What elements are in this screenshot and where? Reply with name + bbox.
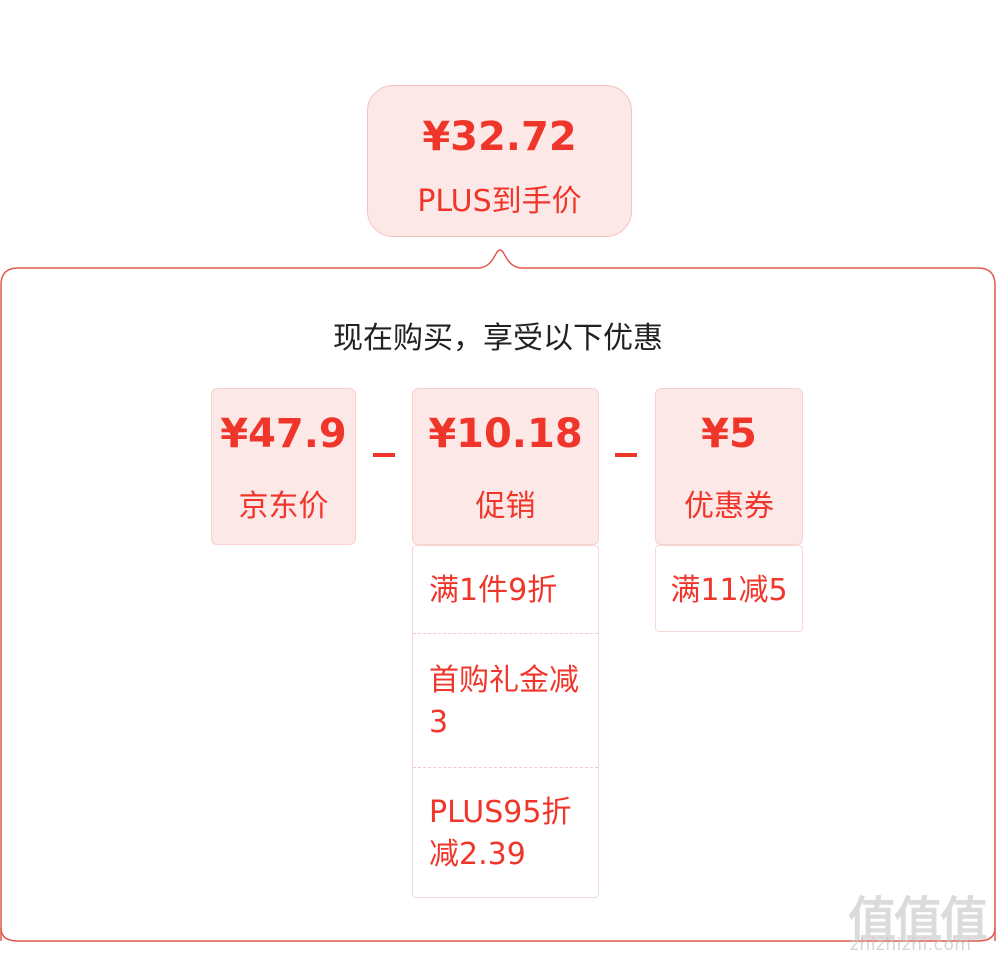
- promotion-item: PLUS95折减2.39: [429, 795, 572, 872]
- promotion-label: 促销: [475, 489, 536, 524]
- coupon-details: 满11减5: [655, 545, 803, 632]
- watermark-url: zhizhizhi.com: [850, 935, 972, 955]
- promotion-details: 满1件9折 首购礼金减3 PLUS95折减2.39: [412, 545, 599, 898]
- divider: [413, 633, 598, 634]
- promotion-card: ¥10.18 促销: [412, 388, 599, 545]
- promotion-item: 满1件9折: [429, 573, 558, 608]
- minus-sign: [615, 453, 637, 457]
- jd-price-label: 京东价: [238, 489, 329, 524]
- promotion-value: ¥10.18: [428, 411, 583, 457]
- plus-final-price-badge: ¥32.72 PLUS到手价: [367, 85, 632, 237]
- watermark-logo: 值值值: [848, 892, 988, 948]
- jd-price-card: ¥47.9 京东价: [211, 388, 356, 545]
- coupon-label: 优惠券: [684, 489, 774, 524]
- coupon-item: 满11减5: [670, 573, 788, 608]
- jd-price-value: ¥47.9: [220, 411, 347, 457]
- minus-sign: [373, 453, 395, 457]
- divider: [413, 767, 598, 768]
- promotion-item: 首购礼金减3: [429, 663, 579, 740]
- final-price: ¥32.72: [422, 114, 577, 160]
- final-price-label: PLUS到手价: [417, 184, 582, 219]
- coupon-value: ¥5: [701, 411, 757, 457]
- coupon-card: ¥5 优惠券: [655, 388, 803, 545]
- discount-headline: 现在购买，享受以下优惠: [333, 321, 663, 356]
